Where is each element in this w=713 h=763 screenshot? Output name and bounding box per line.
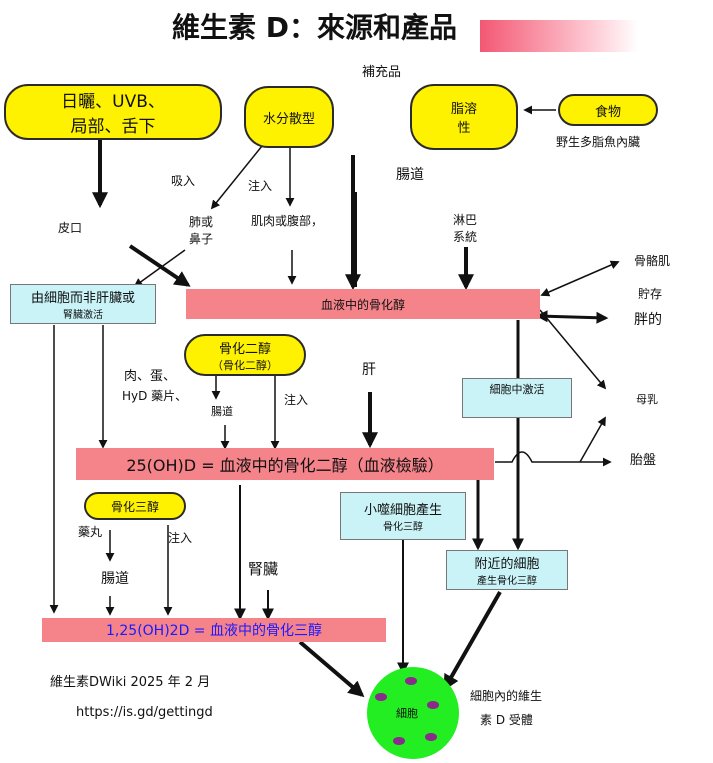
liver-label: 肝 <box>362 362 376 378</box>
blood-25ohd-label: 25(OH)D = 血液中的骨化二醇（血液檢驗） <box>126 456 444 475</box>
fat-soluble-source: 脂溶 性 <box>410 84 518 150</box>
non-liver-activation-box: 由細胞而非肝臟或 腎臟激活 <box>10 284 156 324</box>
title-overlay <box>480 20 638 52</box>
food-source: 食物 <box>558 94 658 126</box>
muscle-abdomen-label: 肌肉或腹部， <box>250 214 323 228</box>
gut-label-top: 腸道 <box>396 167 424 183</box>
macrophage-line1: 小噬細胞產生 <box>363 503 442 518</box>
water-dispersible-source: 水分散型 <box>244 86 334 148</box>
lymph-label: 淋巴 系統 <box>452 213 477 244</box>
receptor-line1: 細胞內的維生 <box>470 689 543 703</box>
nearby-line1: 附近的細胞 <box>474 557 540 572</box>
fatty-fish-label: 野生多脂魚內臟 <box>556 135 641 149</box>
skeletal-muscle-box: 骨骼肌 <box>620 238 684 282</box>
inject-label-top: 注入 <box>248 179 273 193</box>
sunlight-source: 日曬、UVB、 局部、舌下 <box>4 84 222 140</box>
gut-box-top: 腸道 <box>326 156 494 192</box>
fat-storage-label: 胖的 <box>634 312 662 328</box>
skeletal-muscle-label: 骨骼肌 <box>633 253 670 268</box>
kidney-box: 腎臟 <box>208 548 318 588</box>
kidney-label: 腎臟 <box>247 559 278 578</box>
receptor-dot <box>393 737 405 745</box>
calcifediol-line2: （骨化二醇） <box>212 358 278 372</box>
calcitriol-pill-label: 藥丸 <box>78 525 103 539</box>
calcitriol-title: 骨化三醇 <box>110 499 159 514</box>
lung-nose-label: 肺或 鼻子 <box>188 215 213 246</box>
calcitriol-gut-label: 腸道 <box>101 571 129 587</box>
blood-calciol-label: 血液中的骨化醇 <box>320 297 405 312</box>
receptor-dot <box>405 677 417 685</box>
blood-25ohd-bar: 25(OH)D = 血液中的骨化二醇（血液檢驗） <box>76 448 494 480</box>
cell-label: 細胞 <box>396 707 418 720</box>
calcifediol-foods-line1: 肉、蛋、 <box>124 369 177 384</box>
url-label: https://is.gd/gettingd <box>76 705 213 720</box>
sunlight-line1: 日曬、UVB、 <box>61 92 165 112</box>
blood-125ohd-label: 1,25(OH)2D = 血液中的骨化三醇 <box>106 623 322 639</box>
blood-125ohd-bar: 1,25(OH)2D = 血液中的骨化三醇 <box>42 618 386 642</box>
cell-activation-box: 細胞中激活 <box>462 378 572 418</box>
food-label: 食物 <box>594 104 621 120</box>
lymph-box: 淋巴 系統 <box>432 208 498 248</box>
skin-oral-box: 皮口 <box>12 208 128 246</box>
macrophage-box: 小噬細胞產生 骨化三醇 <box>340 492 466 540</box>
receptor-dot <box>427 701 439 709</box>
sunlight-line2: 局部、舌下 <box>70 117 156 137</box>
calcitriol-gut-box: 腸道 <box>84 562 146 594</box>
nearby-cells-box: 附近的細胞 產生骨化三醇 <box>446 550 568 590</box>
liver-box: 肝 <box>336 348 402 390</box>
calcitriol-source: 骨化三醇 <box>84 492 186 520</box>
skin-oral-label: 皮口 <box>57 220 82 235</box>
calcifediol-gut-label: 腸道 <box>211 405 233 418</box>
receptor-dot <box>375 693 387 701</box>
placenta-label: 胎盤 <box>630 453 657 468</box>
cell-graphic <box>367 667 459 759</box>
calcifediol-line1: 骨化二醇 <box>218 341 271 357</box>
blood-calciol-bar: 血液中的骨化醇 <box>186 289 540 319</box>
muscle-abdomen-box: 肌肉或腹部， <box>244 208 330 250</box>
calcifediol-foods-line2: HyD 藥片、 <box>122 389 188 403</box>
storage-label: 貯存 <box>638 287 663 301</box>
macrophage-line2: 骨化三醇 <box>383 522 423 533</box>
non-liver-line1: 由細胞而非肝臟或 <box>30 291 135 306</box>
fat-soluble-line1: 脂溶 <box>450 102 477 117</box>
credit-label: 維生素DWiki 2025 年 2 月 <box>50 675 211 690</box>
receptor-line2: 素 D 受體 <box>480 713 533 727</box>
lung-nose-box: 肺或 鼻子 <box>168 210 234 250</box>
non-liver-line2: 腎臟激活 <box>63 310 103 321</box>
supplements-label: 補充品 <box>362 65 402 80</box>
fat-soluble-line2: 性 <box>457 121 471 136</box>
receptor-dot <box>425 733 437 741</box>
cell-activation-label: 細胞中激活 <box>489 383 545 396</box>
calcifediol-inject-label: 注入 <box>284 393 309 407</box>
breast-milk-label: 母乳 <box>636 393 658 406</box>
inhale-label: 吸入 <box>171 174 196 188</box>
water-dispersible-label: 水分散型 <box>262 111 315 127</box>
page-title: 維生素 D：來源和產品 <box>172 11 457 44</box>
calcitriol-inject-label: 注入 <box>168 531 193 545</box>
calcifediol-gut-box: 腸道 <box>196 398 248 424</box>
nearby-line2: 產生骨化三醇 <box>477 576 537 587</box>
calcifediol-source: 骨化二醇 （骨化二醇） <box>184 334 306 376</box>
fat-storage-box: 胖的 <box>612 304 684 334</box>
